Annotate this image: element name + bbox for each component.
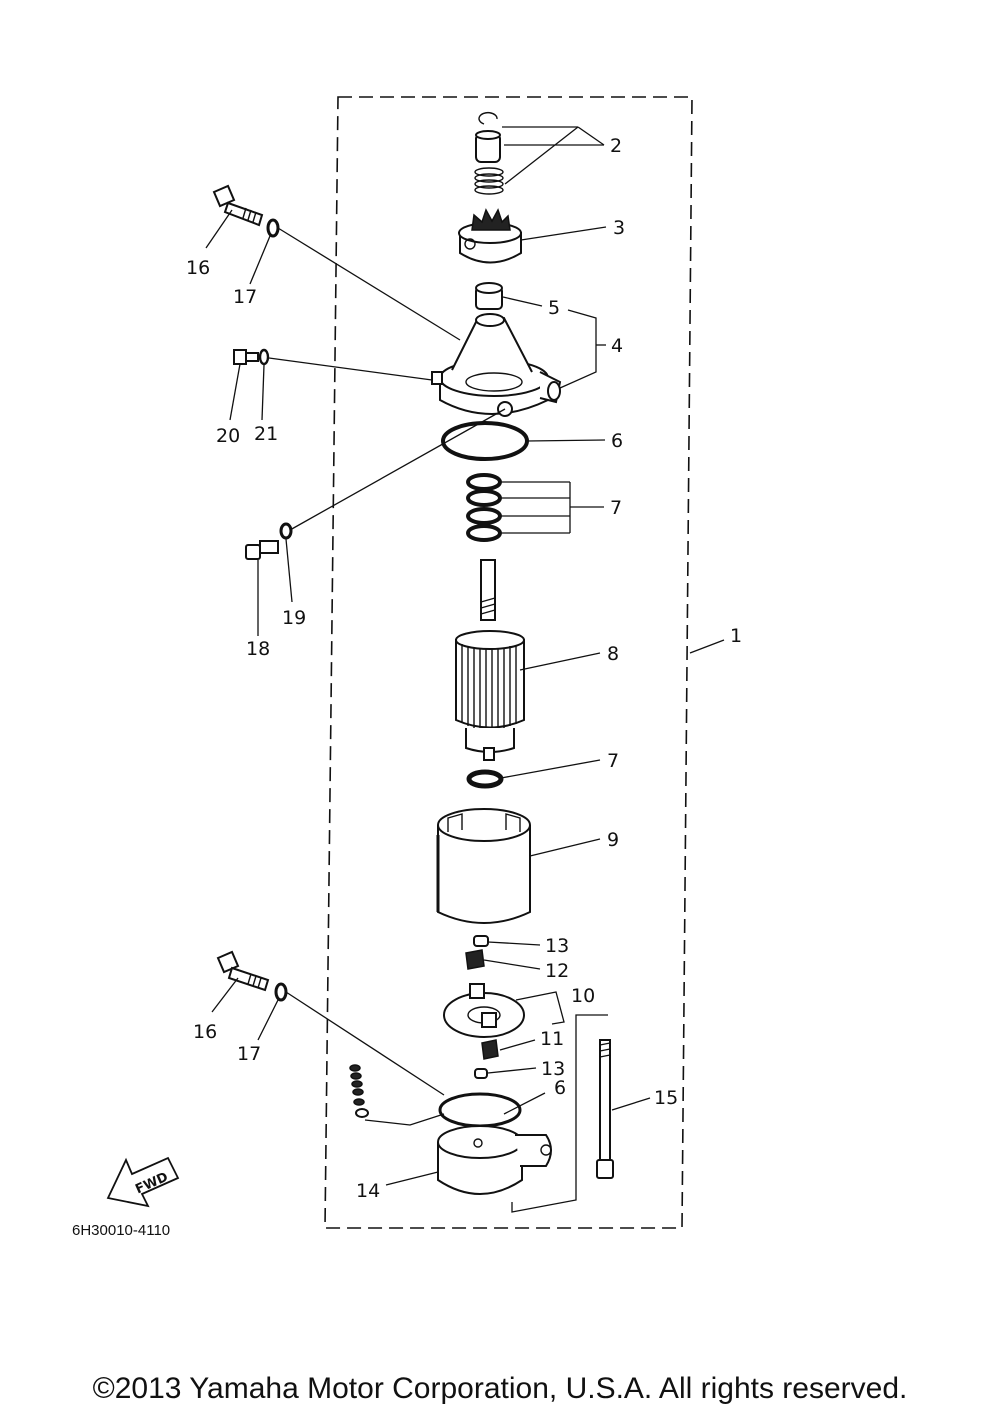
label-part-11: 11: [540, 1028, 564, 1050]
label-part-15: 15: [654, 1087, 678, 1109]
label-part-10: 10: [571, 985, 595, 1007]
screw-set: [349, 1064, 369, 1118]
part-14-rear-cover: [437, 1125, 552, 1195]
copyright-notice: ©2013 Yamaha Motor Corporation, U.S.A. A…: [92, 1372, 908, 1405]
label-part-17-top: 17: [233, 286, 257, 308]
leader-lines: [205, 126, 725, 1213]
part-17-washer-bottom: [274, 982, 288, 1002]
label-part-3: 3: [613, 217, 625, 239]
part-3-pinion-gear: [458, 208, 522, 264]
label-part-13-bottom: 13: [541, 1058, 565, 1080]
part-4-front-cover: [431, 313, 562, 417]
label-part-18: 18: [246, 638, 270, 660]
part-13-brush-spring-top: [473, 935, 489, 947]
label-part-6-top: 6: [611, 430, 623, 452]
label-part-5: 5: [548, 297, 560, 319]
part-12-brush: [465, 949, 485, 970]
part-20-bolt: [233, 349, 259, 365]
label-part-13-top: 13: [545, 935, 569, 957]
part-9-yoke: [436, 808, 531, 924]
part-5-bushing: [475, 282, 503, 310]
fwd-arrow-icon: FWD: [106, 1156, 180, 1208]
label-part-7-mid: 7: [607, 750, 619, 772]
part-19-washer: [279, 522, 293, 540]
part-2-clip-collar-spring: [474, 111, 504, 195]
label-part-14: 14: [356, 1180, 380, 1202]
part-17-washer-top: [266, 218, 280, 238]
label-part-12: 12: [545, 960, 569, 982]
part-16-bolt-top: [212, 184, 264, 227]
part-11-brush: [481, 1039, 499, 1060]
label-part-8: 8: [607, 643, 619, 665]
label-part-9: 9: [607, 829, 619, 851]
part-7-washer-mid: [466, 769, 504, 789]
part-7-washers-top: [466, 473, 502, 542]
part-labels: 1 2 3 5 4 6 7 8 7 9 13 12 10 11 13 6 15 …: [186, 135, 742, 1202]
drawing-code: 6H30010-4110: [72, 1222, 170, 1239]
part-10-brush-holder: [443, 983, 525, 1038]
label-part-7-top: 7: [610, 497, 622, 519]
label-part-1: 1: [730, 625, 742, 647]
part-21-washer: [258, 348, 270, 366]
label-part-16-top: 16: [186, 257, 210, 279]
label-part-16-bottom: 16: [193, 1021, 217, 1043]
label-part-21: 21: [254, 423, 278, 445]
label-part-2: 2: [610, 135, 622, 157]
part-16-bolt-bottom: [216, 950, 270, 992]
part-13-brush-spring-bottom: [474, 1068, 488, 1079]
part-18-bolt: [245, 540, 279, 560]
label-part-20: 20: [216, 425, 240, 447]
part-6-o-ring-top: [441, 421, 529, 461]
assembly-boundary: [324, 96, 693, 1229]
part-6-o-ring-bottom: [438, 1092, 522, 1128]
label-part-17-bottom: 17: [237, 1043, 261, 1065]
label-part-19: 19: [282, 607, 306, 629]
part-15-through-bolt: [596, 1039, 614, 1179]
part-8-armature: [455, 559, 525, 761]
label-part-6-bottom: 6: [554, 1077, 566, 1099]
label-part-4: 4: [611, 335, 623, 357]
